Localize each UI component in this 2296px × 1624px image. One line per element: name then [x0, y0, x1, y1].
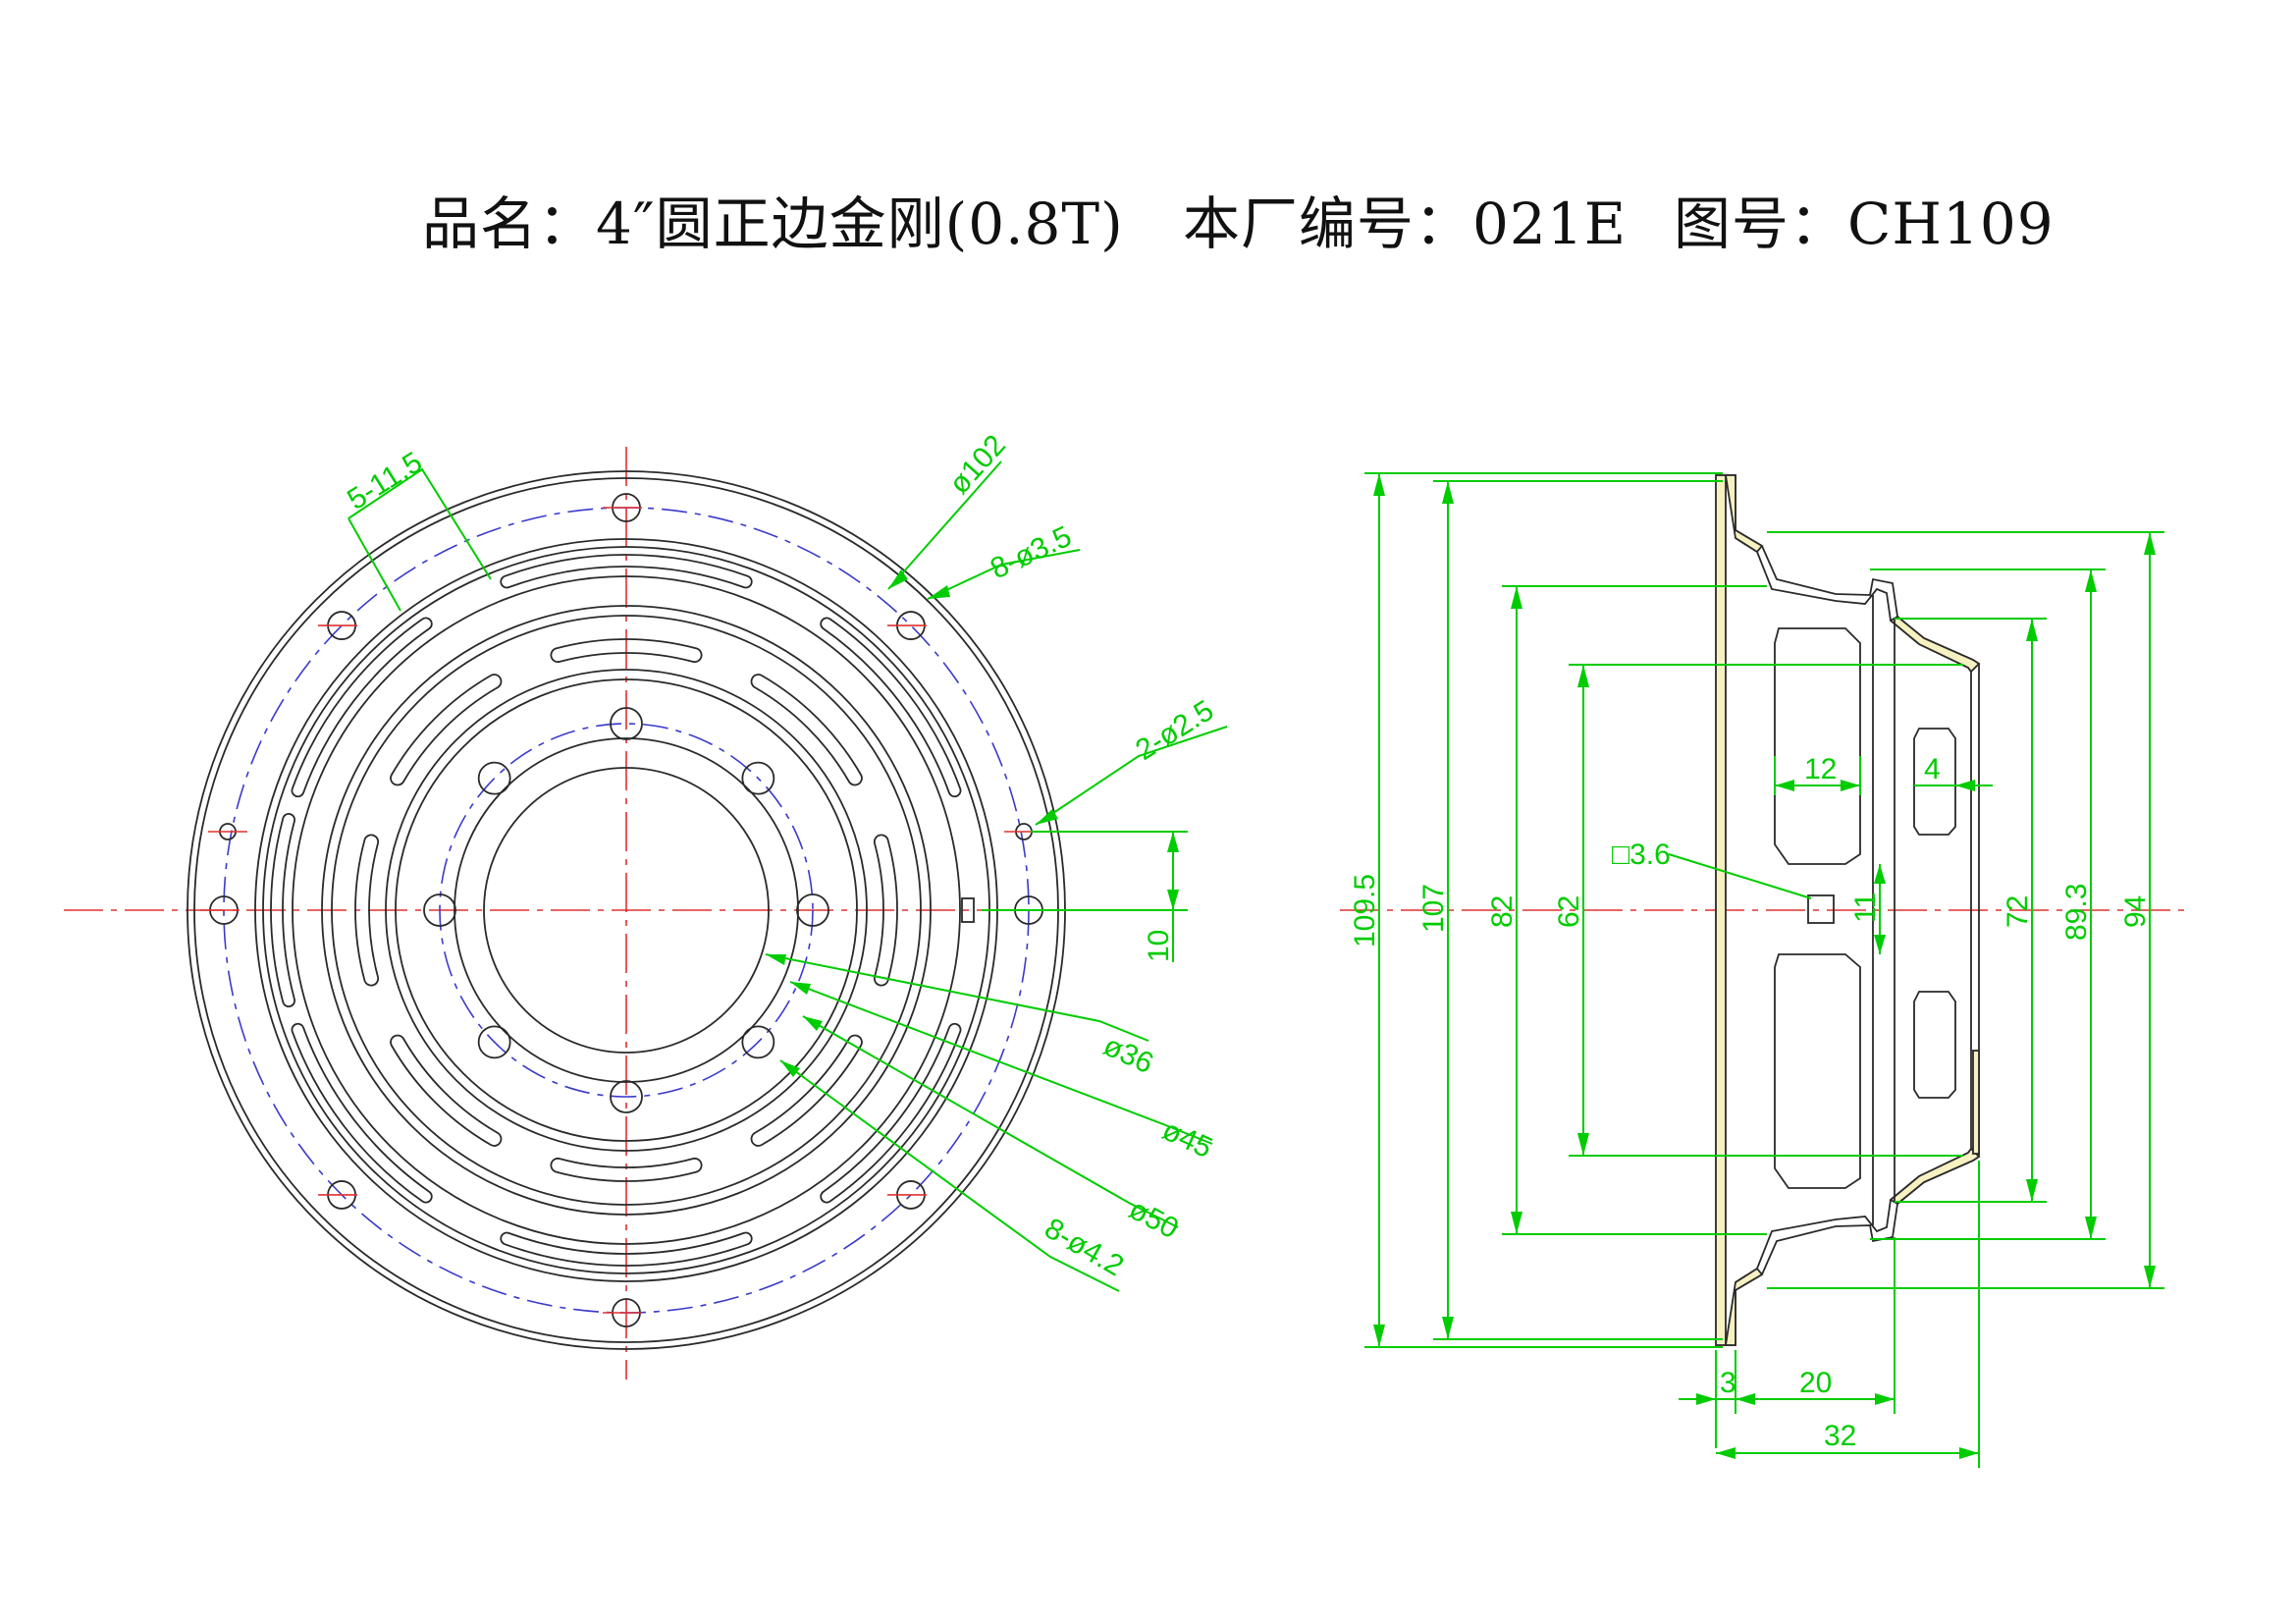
- center-bore: [483, 767, 770, 1054]
- outer-slots: [270, 554, 962, 1267]
- dim-20: 20: [1799, 1367, 1832, 1399]
- inner-hole: [796, 893, 829, 927]
- inner-hole: [610, 707, 643, 740]
- slot-leader: [347, 467, 492, 580]
- small-hole-leader: [1035, 726, 1228, 826]
- inner-ring-2: [395, 678, 858, 1142]
- middle-slot: [390, 674, 503, 786]
- middle-slot: [390, 1034, 503, 1147]
- mount-holes: [200, 493, 1052, 1327]
- outer-slot: [270, 812, 296, 1007]
- middle-slot: [750, 1034, 863, 1147]
- dim-109-5: 109.5: [1349, 874, 1381, 947]
- outer-slot: [500, 554, 753, 589]
- middle-slot: [354, 834, 380, 987]
- lower-window: [1774, 953, 1861, 1189]
- drawing-number-title: 图号：CH109: [1674, 190, 2055, 257]
- dim-107: 107: [1417, 884, 1450, 933]
- inner-hole: [610, 1080, 643, 1113]
- outer-slot: [500, 1231, 753, 1267]
- middle-slot: [550, 638, 703, 664]
- rear-window-lower: [1913, 991, 1956, 1099]
- mount-hole-callout: 8-ø3.5: [986, 520, 1077, 586]
- mount-hole-leader: [927, 549, 1081, 600]
- outer-slot: [291, 617, 433, 798]
- small-hole-callout: 2-ø2.5: [1130, 694, 1219, 767]
- basket-inner-profile: [1735, 537, 1972, 1283]
- lower-rear-fold: [1889, 1147, 1981, 1206]
- basket-outer-profile: [1726, 474, 1980, 1346]
- dim-4: 4: [1924, 753, 1941, 785]
- basket-ring-2: [321, 605, 932, 1216]
- slot-callout: 5-11.5: [342, 446, 428, 516]
- basket-ring-3: [331, 615, 922, 1206]
- d45-callout: ø45: [1157, 1113, 1217, 1164]
- dim-82: 82: [1486, 895, 1519, 928]
- inner-hole: [423, 893, 456, 927]
- upper-rear-fold: [1889, 615, 1981, 674]
- rear-plate-fill: [1972, 1050, 1980, 1155]
- middle-slot: [750, 674, 863, 786]
- factory-code-title: 本厂编号：021E: [1183, 190, 1628, 257]
- front-view: 5-11.5 ø102 8-ø3.5 2-ø2.5: [64, 429, 1228, 1380]
- inner-hole: [741, 1025, 775, 1059]
- outer-dia-leader: [887, 460, 1002, 590]
- side-view: 109.5 107 82: [1340, 472, 2189, 1468]
- dim-3: 3: [1720, 1367, 1736, 1399]
- inner-holes: [423, 707, 829, 1113]
- outer-slot: [820, 617, 962, 798]
- lower-flange-fold: [1724, 1267, 1764, 1346]
- dim-89-3: 89.3: [2060, 884, 2093, 941]
- d50-leader: [802, 1015, 1179, 1228]
- dim-32: 32: [1824, 1420, 1856, 1452]
- inner-hole: [477, 1025, 511, 1059]
- d36-leader: [765, 953, 1149, 1042]
- basket-ring-1: [292, 575, 961, 1245]
- inner-hole-leader: [779, 1059, 1120, 1292]
- inner-hole-callout: 8-ø4.2: [1040, 1212, 1130, 1282]
- dim-square: □3.6: [1612, 839, 1671, 871]
- square-hole-leader: [1668, 853, 1812, 899]
- square-hole: [1807, 894, 1835, 924]
- upper-window: [1774, 627, 1861, 865]
- d50-callout: ø50: [1124, 1193, 1184, 1245]
- upper-flange-fold: [1724, 474, 1764, 554]
- dim-11: 11: [1849, 893, 1882, 923]
- d36-callout: ø36: [1098, 1029, 1158, 1080]
- inner-hole: [477, 761, 511, 795]
- side-dimensions: 109.5 107 82: [1349, 472, 2164, 1468]
- rear-window-upper: [1913, 728, 1956, 836]
- dim-72: 72: [2002, 895, 2034, 928]
- offset-dimension: 10: [1143, 930, 1175, 962]
- dim-12: 12: [1804, 753, 1837, 785]
- inner-pitch-circle: [439, 723, 814, 1098]
- dim-62: 62: [1553, 895, 1585, 928]
- square-notch: [961, 897, 975, 923]
- dim-94: 94: [2119, 895, 2152, 928]
- inner-ring-1: [385, 669, 868, 1152]
- inner-ring-3: [454, 737, 799, 1083]
- outer-slot: [820, 1022, 962, 1204]
- mount-flange: [1715, 474, 1727, 1346]
- d45-leader: [789, 981, 1213, 1145]
- middle-slot: [550, 1157, 703, 1182]
- product-name-title: 品名：4″圆正边金刚(0.8T): [422, 190, 1124, 257]
- inner-hole: [741, 761, 775, 795]
- outer-slot: [291, 1022, 433, 1204]
